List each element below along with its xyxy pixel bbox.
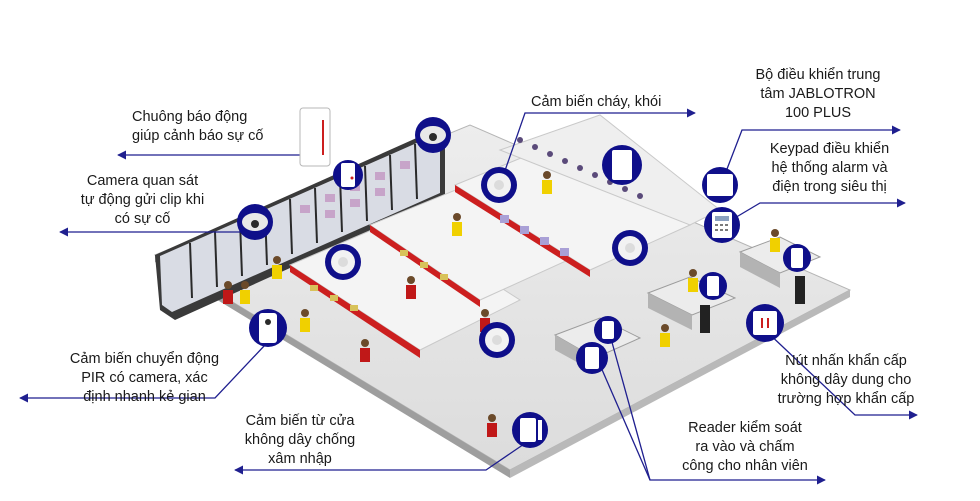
panic-button-label: Nút nhấn khẩn cấp không dây dung cho trư… <box>777 353 915 407</box>
dome-camera-icon <box>415 117 451 153</box>
connector-arrows <box>19 108 918 485</box>
refrigerator-wall <box>155 132 445 320</box>
smoke-detector-icon <box>479 322 515 358</box>
siren-icon <box>333 160 363 190</box>
smoke-sensor-label: Cảm biến cháy, khói <box>531 94 662 110</box>
alarm-bell-label: Chuông báo động giúp cảnh báo sự cố <box>132 109 264 144</box>
door-contact-icon <box>512 412 548 448</box>
keypad-icon <box>704 207 740 243</box>
panic-button-icon <box>699 272 727 300</box>
control-panel-label: Bộ điều khiển trung tâm JABLOTRON 100 PL… <box>755 67 881 121</box>
smoke-detector-icon <box>612 230 648 266</box>
arrow-smoke <box>499 108 696 186</box>
pir-camera-label: Cảm biến chuyển động PIR có camera, xác … <box>69 351 220 405</box>
camera-label: Camera quan sát tự động gửi clip khi có … <box>80 173 205 227</box>
keypad-label: Keypad điều khiển hệ thống alarm và điện… <box>769 141 890 195</box>
people <box>223 171 780 437</box>
arrow-keypad <box>727 198 906 223</box>
dome-camera-icon <box>237 204 273 240</box>
arrow-door <box>234 439 531 475</box>
smoke-detector-icon <box>325 244 361 280</box>
arrow-panic <box>764 329 918 420</box>
keypad-icon <box>702 167 738 203</box>
door-sensor-label: Cảm biến từ cửa không dây chống xâm nhập <box>244 413 356 467</box>
panic-button-icon <box>746 304 784 342</box>
access-reader-label: Reader kiểm soát ra vào và chấm công cho… <box>682 420 808 474</box>
arrow-reader-2 <box>599 364 651 481</box>
access-reader-icon <box>594 316 622 344</box>
access-reader-icon <box>576 342 608 374</box>
pir-camera-icon <box>249 309 287 347</box>
control-panel-icon <box>602 145 642 185</box>
arrow-control-panel <box>721 125 901 183</box>
arrow-pir <box>19 344 266 403</box>
smoke-detector-icon <box>481 167 517 203</box>
panic-button-icon <box>783 244 811 272</box>
siren-icon <box>299 107 331 167</box>
